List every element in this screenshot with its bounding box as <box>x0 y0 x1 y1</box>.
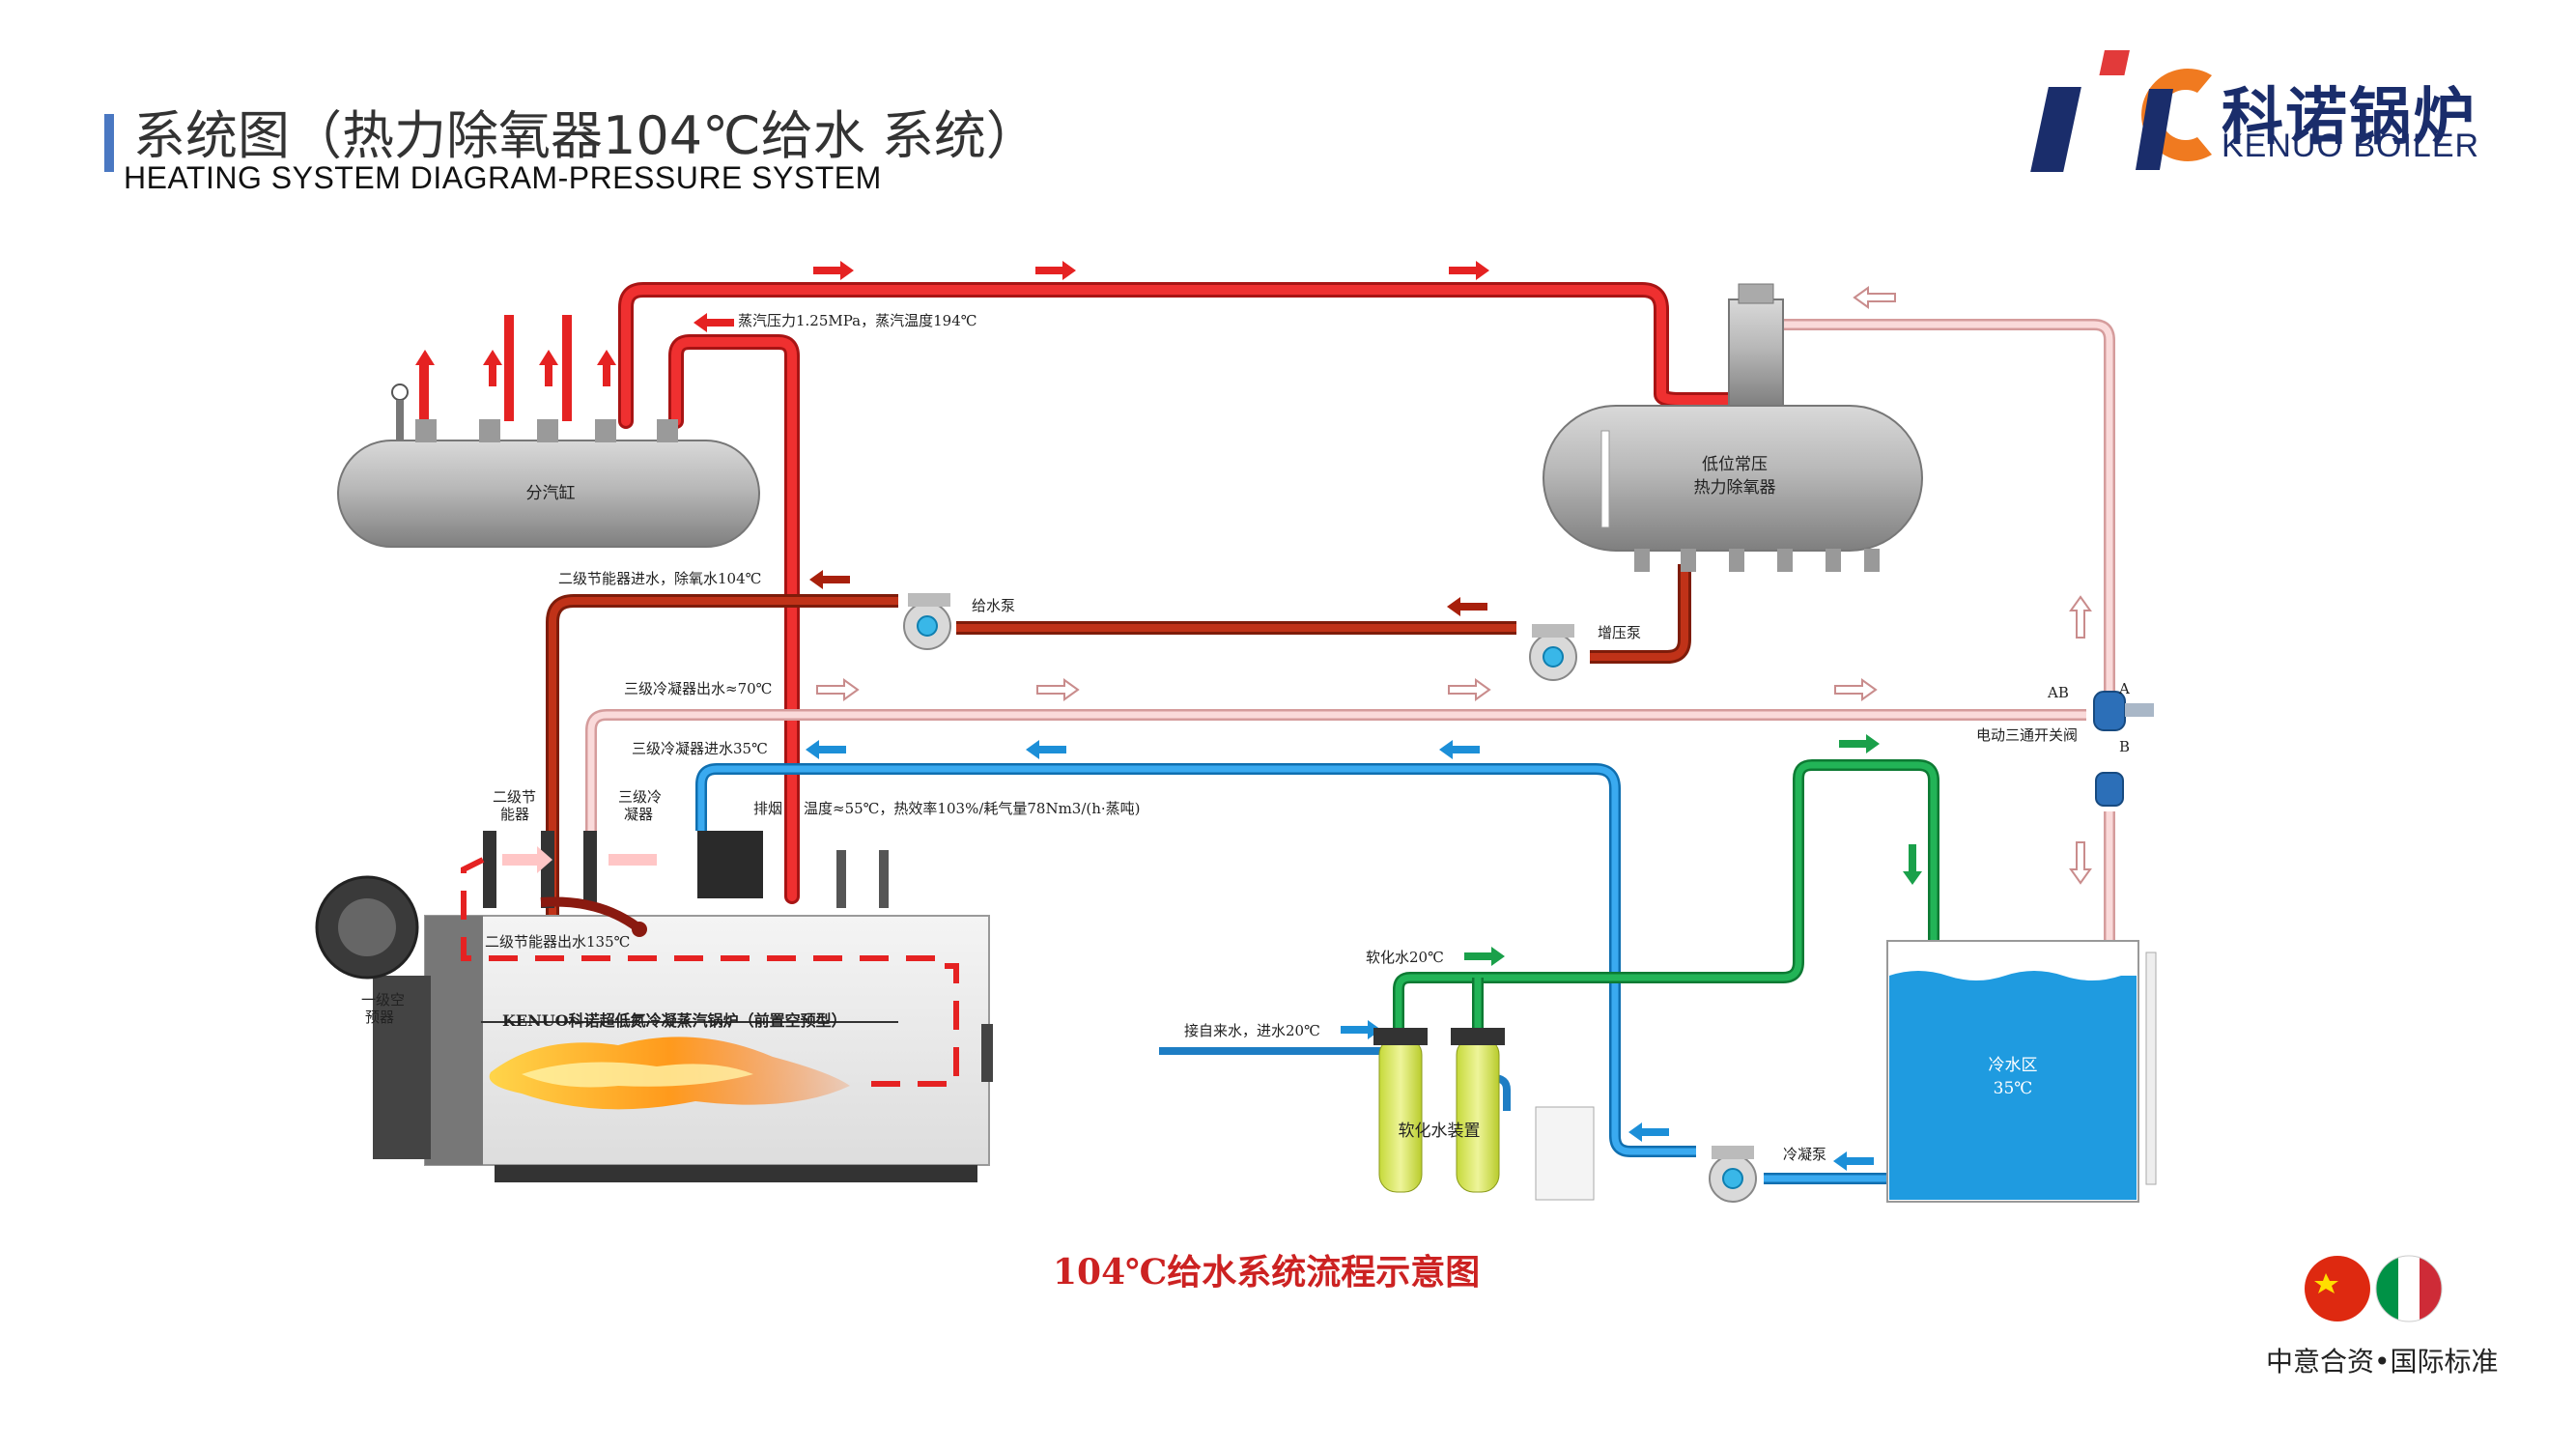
tap-water-label: 接自来水，进水20℃ <box>1184 1022 1320 1039</box>
soft-water-label: 软化水20℃ <box>1366 949 1444 966</box>
flue-gas-path <box>461 857 959 1087</box>
steam-pipes <box>618 282 1764 904</box>
page-subtitle: HEATING SYSTEM DIAGRAM-PRESSURE SYSTEM <box>124 160 882 195</box>
exhaust-note: 温度≈55℃，热效率103%/耗气量78Nm3/(h·蒸吨) <box>804 800 1141 817</box>
burner-flame <box>489 1037 850 1110</box>
return-pipes <box>585 319 2115 945</box>
steam-header-label: 分汽缸 <box>526 483 576 503</box>
preheater-label-1: 一级空 <box>361 991 405 1009</box>
cond-pump-label: 冷凝泵 <box>1783 1146 1826 1163</box>
flow-arrows-feed <box>809 570 1487 616</box>
diagram-caption: 104℃给水系统流程示意图 <box>1053 1252 1481 1293</box>
three-way-valve-icon <box>2093 691 2154 807</box>
eco2-label-2: 能器 <box>500 806 529 823</box>
china-flag-icon <box>2305 1256 2370 1321</box>
eco2-label-1: 二级节 <box>493 788 536 806</box>
eco2-in-label: 二级节能器进水，除氧水104℃ <box>558 570 761 587</box>
flue-gas-arrows <box>502 846 657 873</box>
kenuo-logo-icon <box>2030 50 2212 172</box>
cond3-label-2: 凝器 <box>624 806 653 823</box>
eco2-out-label: 二级节能器出水135℃ <box>485 933 630 951</box>
tank-label-2: 35℃ <box>1994 1079 2033 1098</box>
flow-arrows-cold <box>806 740 1874 1171</box>
condensate-pump <box>1709 1146 1757 1203</box>
valve-ab-label: AB <box>2047 684 2069 701</box>
flow-arrows-steam <box>694 261 1489 332</box>
feed-water-pipes <box>546 564 1691 918</box>
feed-pump <box>903 593 951 650</box>
steam-header-tank <box>337 384 760 548</box>
brand-name-zh: 科诺锅炉 <box>2222 82 2477 154</box>
deaerator-tank <box>1543 283 1923 572</box>
cond3-in-label: 三级冷凝器进水35℃ <box>632 740 768 757</box>
boiler-body <box>315 831 993 1182</box>
cold-water-tank <box>1886 940 2157 1203</box>
tank-label-1: 冷水区 <box>1989 1056 2038 1075</box>
steam-note: 蒸汽压力1.25MPa，蒸汽温度194℃ <box>738 312 977 329</box>
feed-pump-label: 给水泵 <box>972 597 1015 614</box>
valve-b-label: B <box>2119 738 2130 755</box>
valve-a-label: A <box>2118 680 2130 697</box>
boiler-name: KENUO科诺超低氮冷凝蒸汽锅炉（前置空预型） <box>502 1011 847 1030</box>
brand-name-en: KENUO BOILER <box>2222 128 2480 164</box>
steam-up-arrows <box>415 350 616 386</box>
joint-venture-text: 中意合资•国际标准 <box>2266 1346 2499 1378</box>
deaerator-label-2: 热力除氧器 <box>1694 478 1776 497</box>
water-softener <box>1373 1028 1595 1201</box>
page-title: 系统图（热力除氧器104℃给水 系统） <box>133 105 1038 166</box>
flow-arrows-soft <box>1464 734 1922 966</box>
title-accent-bar <box>104 114 114 172</box>
soft-water-pipes <box>1393 759 1939 1034</box>
italy-flag-icon <box>2375 1255 2443 1322</box>
exhaust-label: 排烟 <box>753 800 782 817</box>
cond3-out-label: 三级冷凝器出水≈70℃ <box>624 680 772 697</box>
cold-water-pipes <box>695 763 1889 1184</box>
cond3-label-1: 三级冷 <box>618 788 662 806</box>
booster-pump-label: 增压泵 <box>1598 624 1641 641</box>
flow-arrows-return <box>816 286 2092 885</box>
steam-risers <box>419 315 572 421</box>
deaerator-label-1: 低位常压 <box>1702 455 1768 474</box>
booster-pump <box>1529 624 1577 681</box>
softener-label: 软化水装置 <box>1399 1122 1481 1141</box>
preheater-label-2: 预器 <box>365 1009 394 1026</box>
valve-name-label: 电动三通开关阀 <box>1976 726 2078 744</box>
